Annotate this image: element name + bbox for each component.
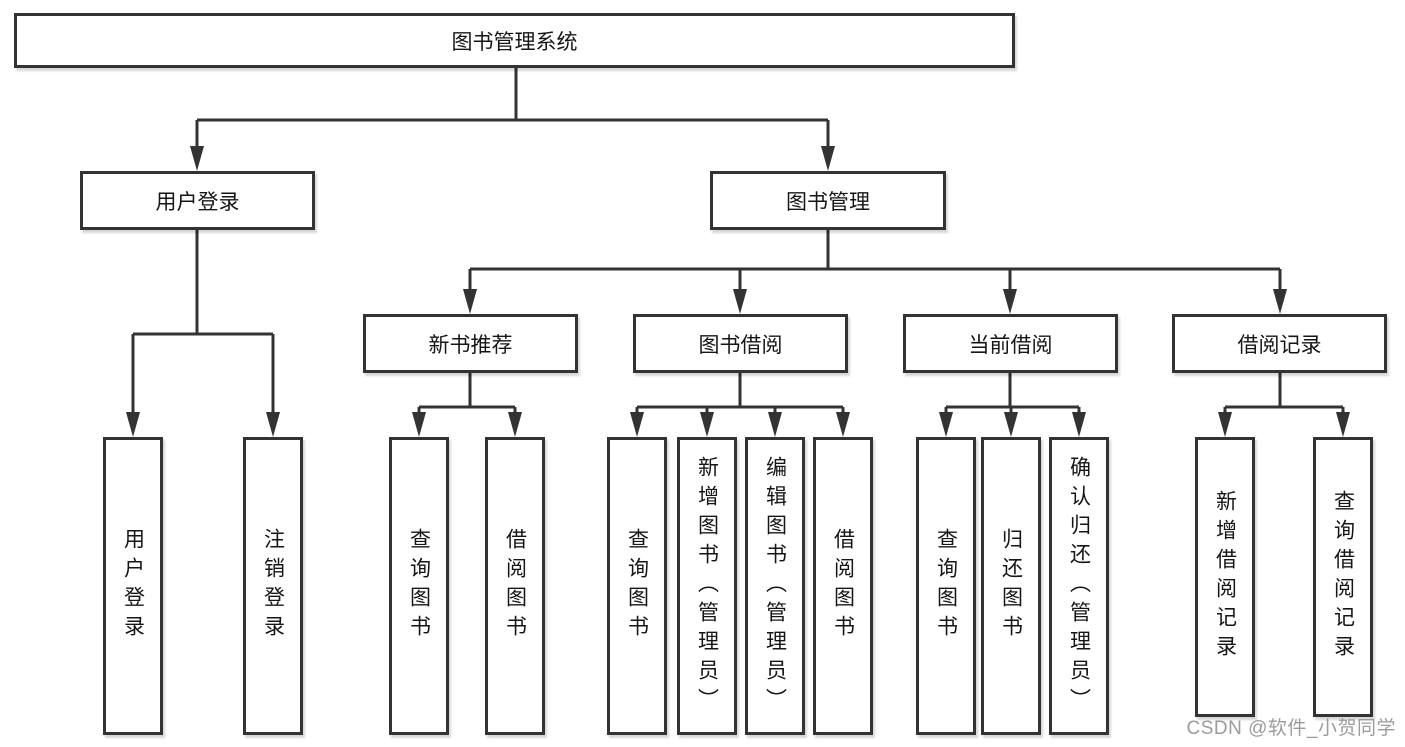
arrowhead-icon xyxy=(126,412,140,437)
leaf-query-books-recommend: 查询图书 xyxy=(389,437,449,735)
connector-borrow-records-children xyxy=(1223,373,1345,414)
arrowhead-icon xyxy=(1072,412,1086,437)
connector-user-login-children xyxy=(131,230,275,414)
arrowhead-icon xyxy=(266,412,280,437)
leaf-borrow-books: 借阅图书 xyxy=(813,437,873,735)
leaf-label: 新增图书（管理员） xyxy=(695,455,719,717)
node-borrow-records-label: 借阅记录 xyxy=(1237,333,1322,357)
leaf-add-books-admin: 新增图书（管理员） xyxy=(677,437,737,735)
node-current-borrow-label: 当前借阅 xyxy=(968,333,1053,357)
connector-current-borrow-children xyxy=(944,373,1081,414)
node-root: 图书管理系统 xyxy=(14,13,1015,68)
leaf-logout: 注销登录 xyxy=(243,437,303,735)
arrowhead-icon xyxy=(1218,412,1232,437)
node-current-borrow: 当前借阅 xyxy=(903,314,1118,373)
leaf-user-login-label: 用户登录 xyxy=(121,528,145,644)
node-book-management-label: 图书管理 xyxy=(786,190,870,214)
leaf-edit-books-admin: 编辑图书（管理员） xyxy=(745,437,805,735)
leaf-label: 编辑图书（管理员） xyxy=(763,455,787,717)
leaf-label: 查询图书 xyxy=(407,528,431,644)
arrowhead-icon xyxy=(768,412,782,437)
node-book-management: 图书管理 xyxy=(710,171,946,230)
arrowhead-icon xyxy=(1336,412,1350,437)
leaf-label: 新增借阅记录 xyxy=(1213,490,1237,664)
connector-root-to-level2 xyxy=(195,68,830,148)
connector-book-borrow-children xyxy=(635,373,845,414)
leaf-query-books-current: 查询图书 xyxy=(916,437,976,735)
leaf-borrow-books-recommend: 借阅图书 xyxy=(485,437,545,735)
leaf-query-books-borrow: 查询图书 xyxy=(607,437,667,735)
leaf-return-books: 归还图书 xyxy=(981,437,1041,735)
node-user-login: 用户登录 xyxy=(80,171,315,230)
arrowhead-icon xyxy=(190,146,204,171)
leaf-label: 查询图书 xyxy=(625,528,649,644)
leaf-add-borrow-record: 新增借阅记录 xyxy=(1195,437,1255,717)
arrowhead-icon xyxy=(1003,289,1017,314)
arrowhead-icon xyxy=(508,412,522,437)
arrowhead-icon xyxy=(733,289,747,314)
leaf-confirm-return-admin: 确认归还（管理员） xyxy=(1049,437,1109,735)
arrowhead-icon xyxy=(700,412,714,437)
arrowhead-icon xyxy=(836,412,850,437)
leaf-label: 确认归还（管理员） xyxy=(1067,455,1091,717)
leaf-query-borrow-record: 查询借阅记录 xyxy=(1313,437,1373,717)
node-root-label: 图书管理系统 xyxy=(451,30,578,54)
connector-book-management-children xyxy=(468,230,1282,291)
arrowhead-icon xyxy=(1004,412,1018,437)
arrowheads xyxy=(126,146,1350,437)
node-new-book-recommend: 新书推荐 xyxy=(363,314,578,373)
arrowhead-icon xyxy=(463,289,477,314)
leaf-logout-label: 注销登录 xyxy=(261,528,285,644)
arrowhead-icon xyxy=(939,412,953,437)
node-book-borrow: 图书借阅 xyxy=(633,314,848,373)
leaf-user-login: 用户登录 xyxy=(103,437,163,735)
node-borrow-records: 借阅记录 xyxy=(1172,314,1387,373)
arrowhead-icon xyxy=(821,146,835,171)
connector-new-book-recommend-children xyxy=(417,373,517,414)
node-user-login-label: 用户登录 xyxy=(155,190,240,214)
node-book-borrow-label: 图书借阅 xyxy=(698,333,783,357)
leaf-label: 查询图书 xyxy=(934,528,958,644)
arrowhead-icon xyxy=(630,412,644,437)
arrowhead-icon xyxy=(412,412,426,437)
leaf-label: 归还图书 xyxy=(999,528,1023,644)
leaf-label: 借阅图书 xyxy=(503,528,527,644)
csdn-watermark: CSDN @软件_小贺同学 xyxy=(1186,718,1396,739)
arrowhead-icon xyxy=(1273,289,1287,314)
node-new-book-recommend-label: 新书推荐 xyxy=(428,333,513,357)
leaf-label: 查询借阅记录 xyxy=(1331,490,1355,664)
leaf-label: 借阅图书 xyxy=(831,528,855,644)
